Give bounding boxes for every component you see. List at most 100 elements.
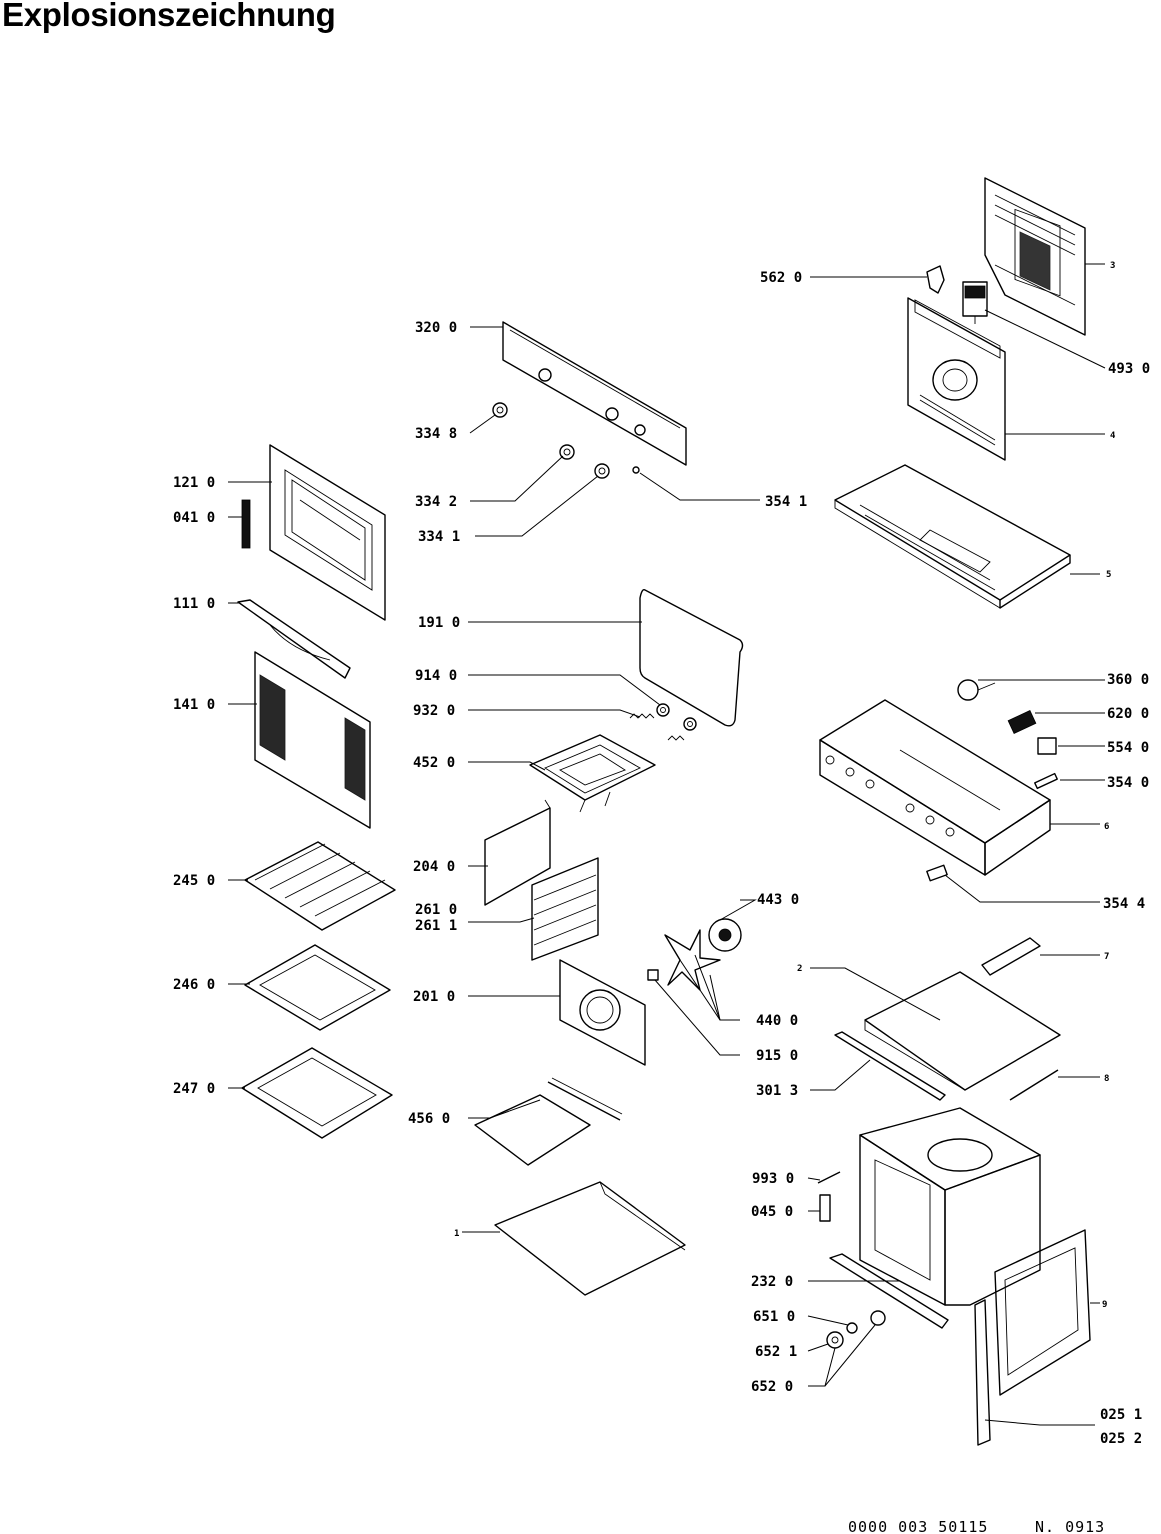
part-141-door-glass [254, 651, 371, 829]
part-651-lamp [846, 1322, 858, 1334]
part-354-4-lamp [926, 864, 948, 882]
label-4: 4 [1110, 431, 1116, 441]
label-320-0: 320 0 [415, 320, 457, 336]
label-121-0: 121 0 [173, 475, 215, 491]
label-562-0: 562 0 [760, 270, 802, 286]
label-354-0: 354 0 [1107, 775, 1149, 791]
label-191-0: 191 0 [418, 615, 460, 631]
part-025-side-rail [974, 1299, 991, 1446]
label-9: 9 [1102, 1300, 1107, 1310]
label-261-0: 261 0 [415, 902, 457, 918]
label-1: 1 [454, 1229, 459, 1239]
label-201-0: 201 0 [413, 989, 455, 1005]
label-7: 7 [1104, 952, 1109, 962]
label-620-0: 620 0 [1107, 706, 1149, 722]
label-443-0: 443 0 [757, 892, 799, 908]
label-5: 5 [1106, 570, 1111, 580]
label-2: 2 [797, 964, 802, 974]
part-620-switch [1007, 710, 1037, 734]
label-354-4: 354 4 [1103, 896, 1145, 912]
part-493-motor [962, 281, 988, 324]
part-232-front-strip [829, 1253, 949, 1329]
part-1-bottom-plate [494, 1181, 686, 1296]
label-456-0: 456 0 [408, 1111, 450, 1127]
part-oven-cavity [859, 1107, 1041, 1306]
part-562-clip [926, 265, 945, 294]
label-041-0: 041 0 [173, 510, 215, 526]
part-320-control-panel [502, 321, 687, 466]
part-452-grill-element [529, 734, 656, 813]
part-111-handle [237, 599, 351, 679]
part-121-door-frame [269, 444, 386, 621]
label-8: 8 [1104, 1074, 1109, 1084]
part-652-1-lamp-cover [826, 1331, 844, 1349]
part-041-hinge [241, 499, 251, 549]
part-334-8-knob [492, 402, 508, 418]
label-245-0: 245 0 [173, 873, 215, 889]
page-title: Explosionszeichnung [2, 0, 336, 33]
part-443-fan-motor [708, 918, 742, 952]
part-261-shelf-support [531, 857, 599, 961]
part-7-bracket [981, 937, 1041, 976]
label-652-1: 652 1 [755, 1344, 797, 1360]
label-493-0: 493 0 [1108, 361, 1150, 377]
part-9-side-panel [994, 1229, 1091, 1396]
part-360-thermostat [957, 679, 996, 701]
drawing-number: N. 0913 [1035, 1518, 1105, 1534]
part-201-fan-plate [559, 959, 646, 1066]
label-334-8: 334 8 [415, 426, 457, 442]
part-6-control-housing [819, 699, 1051, 876]
part-993-screw [817, 1171, 841, 1184]
label-652-0: 652 0 [751, 1379, 793, 1395]
label-915-0: 915 0 [756, 1048, 798, 1064]
label-204-0: 204 0 [413, 859, 455, 875]
part-247-deep-tray [241, 1047, 393, 1139]
part-354-1-lamp [632, 466, 640, 474]
label-452-0: 452 0 [413, 755, 455, 771]
label-111-0: 111 0 [173, 596, 215, 612]
part-4-fan-cover [907, 297, 1006, 461]
part-8-rod [1009, 1069, 1059, 1101]
part-652-0-lamp-cover [870, 1310, 886, 1326]
label-045-0: 045 0 [751, 1204, 793, 1220]
label-6: 6 [1104, 822, 1109, 832]
part-204-side-plate [484, 799, 551, 906]
label-334-2: 334 2 [415, 494, 457, 510]
label-141-0: 141 0 [173, 697, 215, 713]
part-915-nut [647, 969, 659, 981]
label-025-2: 025 2 [1100, 1431, 1142, 1447]
label-261-1: 261 1 [415, 918, 457, 934]
label-025-1: 025 1 [1100, 1407, 1142, 1423]
part-3-rear-panel [984, 177, 1086, 336]
label-232-0: 232 0 [751, 1274, 793, 1290]
part-354-0-lamp [1034, 772, 1058, 790]
label-301-3: 301 3 [756, 1083, 798, 1099]
part-301-strip [834, 1031, 946, 1101]
label-554-0: 554 0 [1107, 740, 1149, 756]
label-440-0: 440 0 [756, 1013, 798, 1029]
label-932-0: 932 0 [413, 703, 455, 719]
part-456-peel [474, 1077, 623, 1166]
part-245-wire-rack [244, 841, 396, 931]
part-246-baking-tray [244, 944, 391, 1031]
drawing-code: 0000 003 50115 [848, 1518, 988, 1534]
part-191-gasket [639, 588, 744, 727]
part-914-nut [656, 703, 697, 731]
part-334-2-knob [559, 444, 575, 460]
label-246-0: 246 0 [173, 977, 215, 993]
label-354-1: 354 1 [765, 494, 807, 510]
part-554-switch [1037, 737, 1057, 755]
label-993-0: 993 0 [752, 1171, 794, 1187]
label-914-0: 914 0 [415, 668, 457, 684]
part-5-top-plate [834, 464, 1071, 609]
part-440-fan-blade [664, 929, 721, 991]
label-360-0: 360 0 [1107, 672, 1149, 688]
label-247-0: 247 0 [173, 1081, 215, 1097]
leader-lines [228, 263, 1106, 1426]
label-651-0: 651 0 [753, 1309, 795, 1325]
part-932-spring [629, 713, 685, 741]
part-labels: 562 0 3 493 0 4 320 0 334 8 334 2 334 1 … [173, 261, 1150, 1447]
label-334-1: 334 1 [418, 529, 460, 545]
part-045-latch [819, 1194, 831, 1222]
